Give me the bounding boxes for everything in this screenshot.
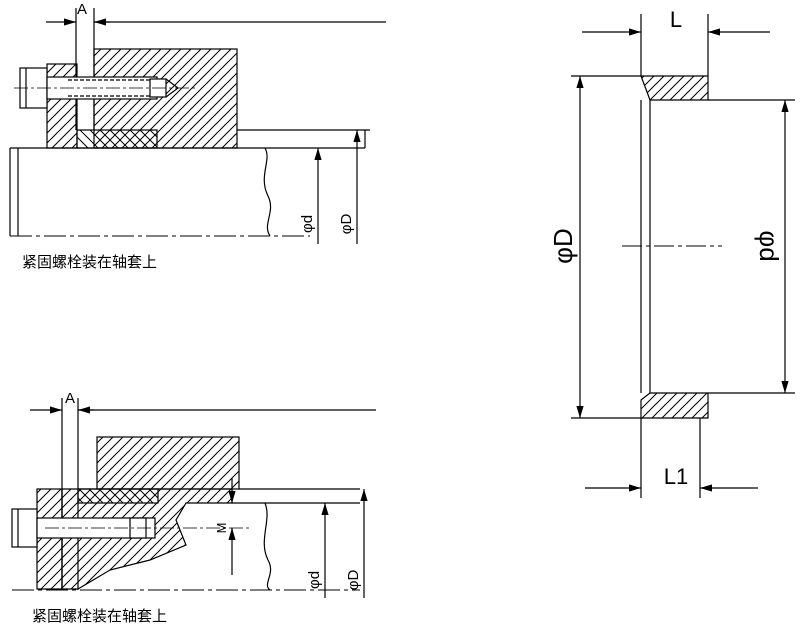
caption-bottom: 紧固螺栓装在轴套上 (32, 608, 168, 625)
label-A-top: A (77, 1, 87, 18)
label-phi-d-right: φd (754, 230, 784, 261)
label-phi-d-bottom: φd (306, 571, 323, 589)
label-phi-D-top: φD (338, 214, 355, 235)
caption-top: 紧固螺栓装在轴套上 (22, 254, 158, 271)
label-phi-D-right: φD (548, 228, 578, 264)
label-L1: L1 (664, 464, 688, 489)
label-A-bottom: A (65, 390, 75, 407)
right-figure (571, 14, 795, 498)
label-phi-D-bottom: φD (345, 570, 362, 591)
label-phi-d-top: φd (299, 215, 316, 233)
top-left-figure (9, 8, 386, 244)
label-M: M (214, 523, 229, 534)
label-L: L (670, 7, 682, 32)
bottom-left-figure (11, 398, 376, 598)
